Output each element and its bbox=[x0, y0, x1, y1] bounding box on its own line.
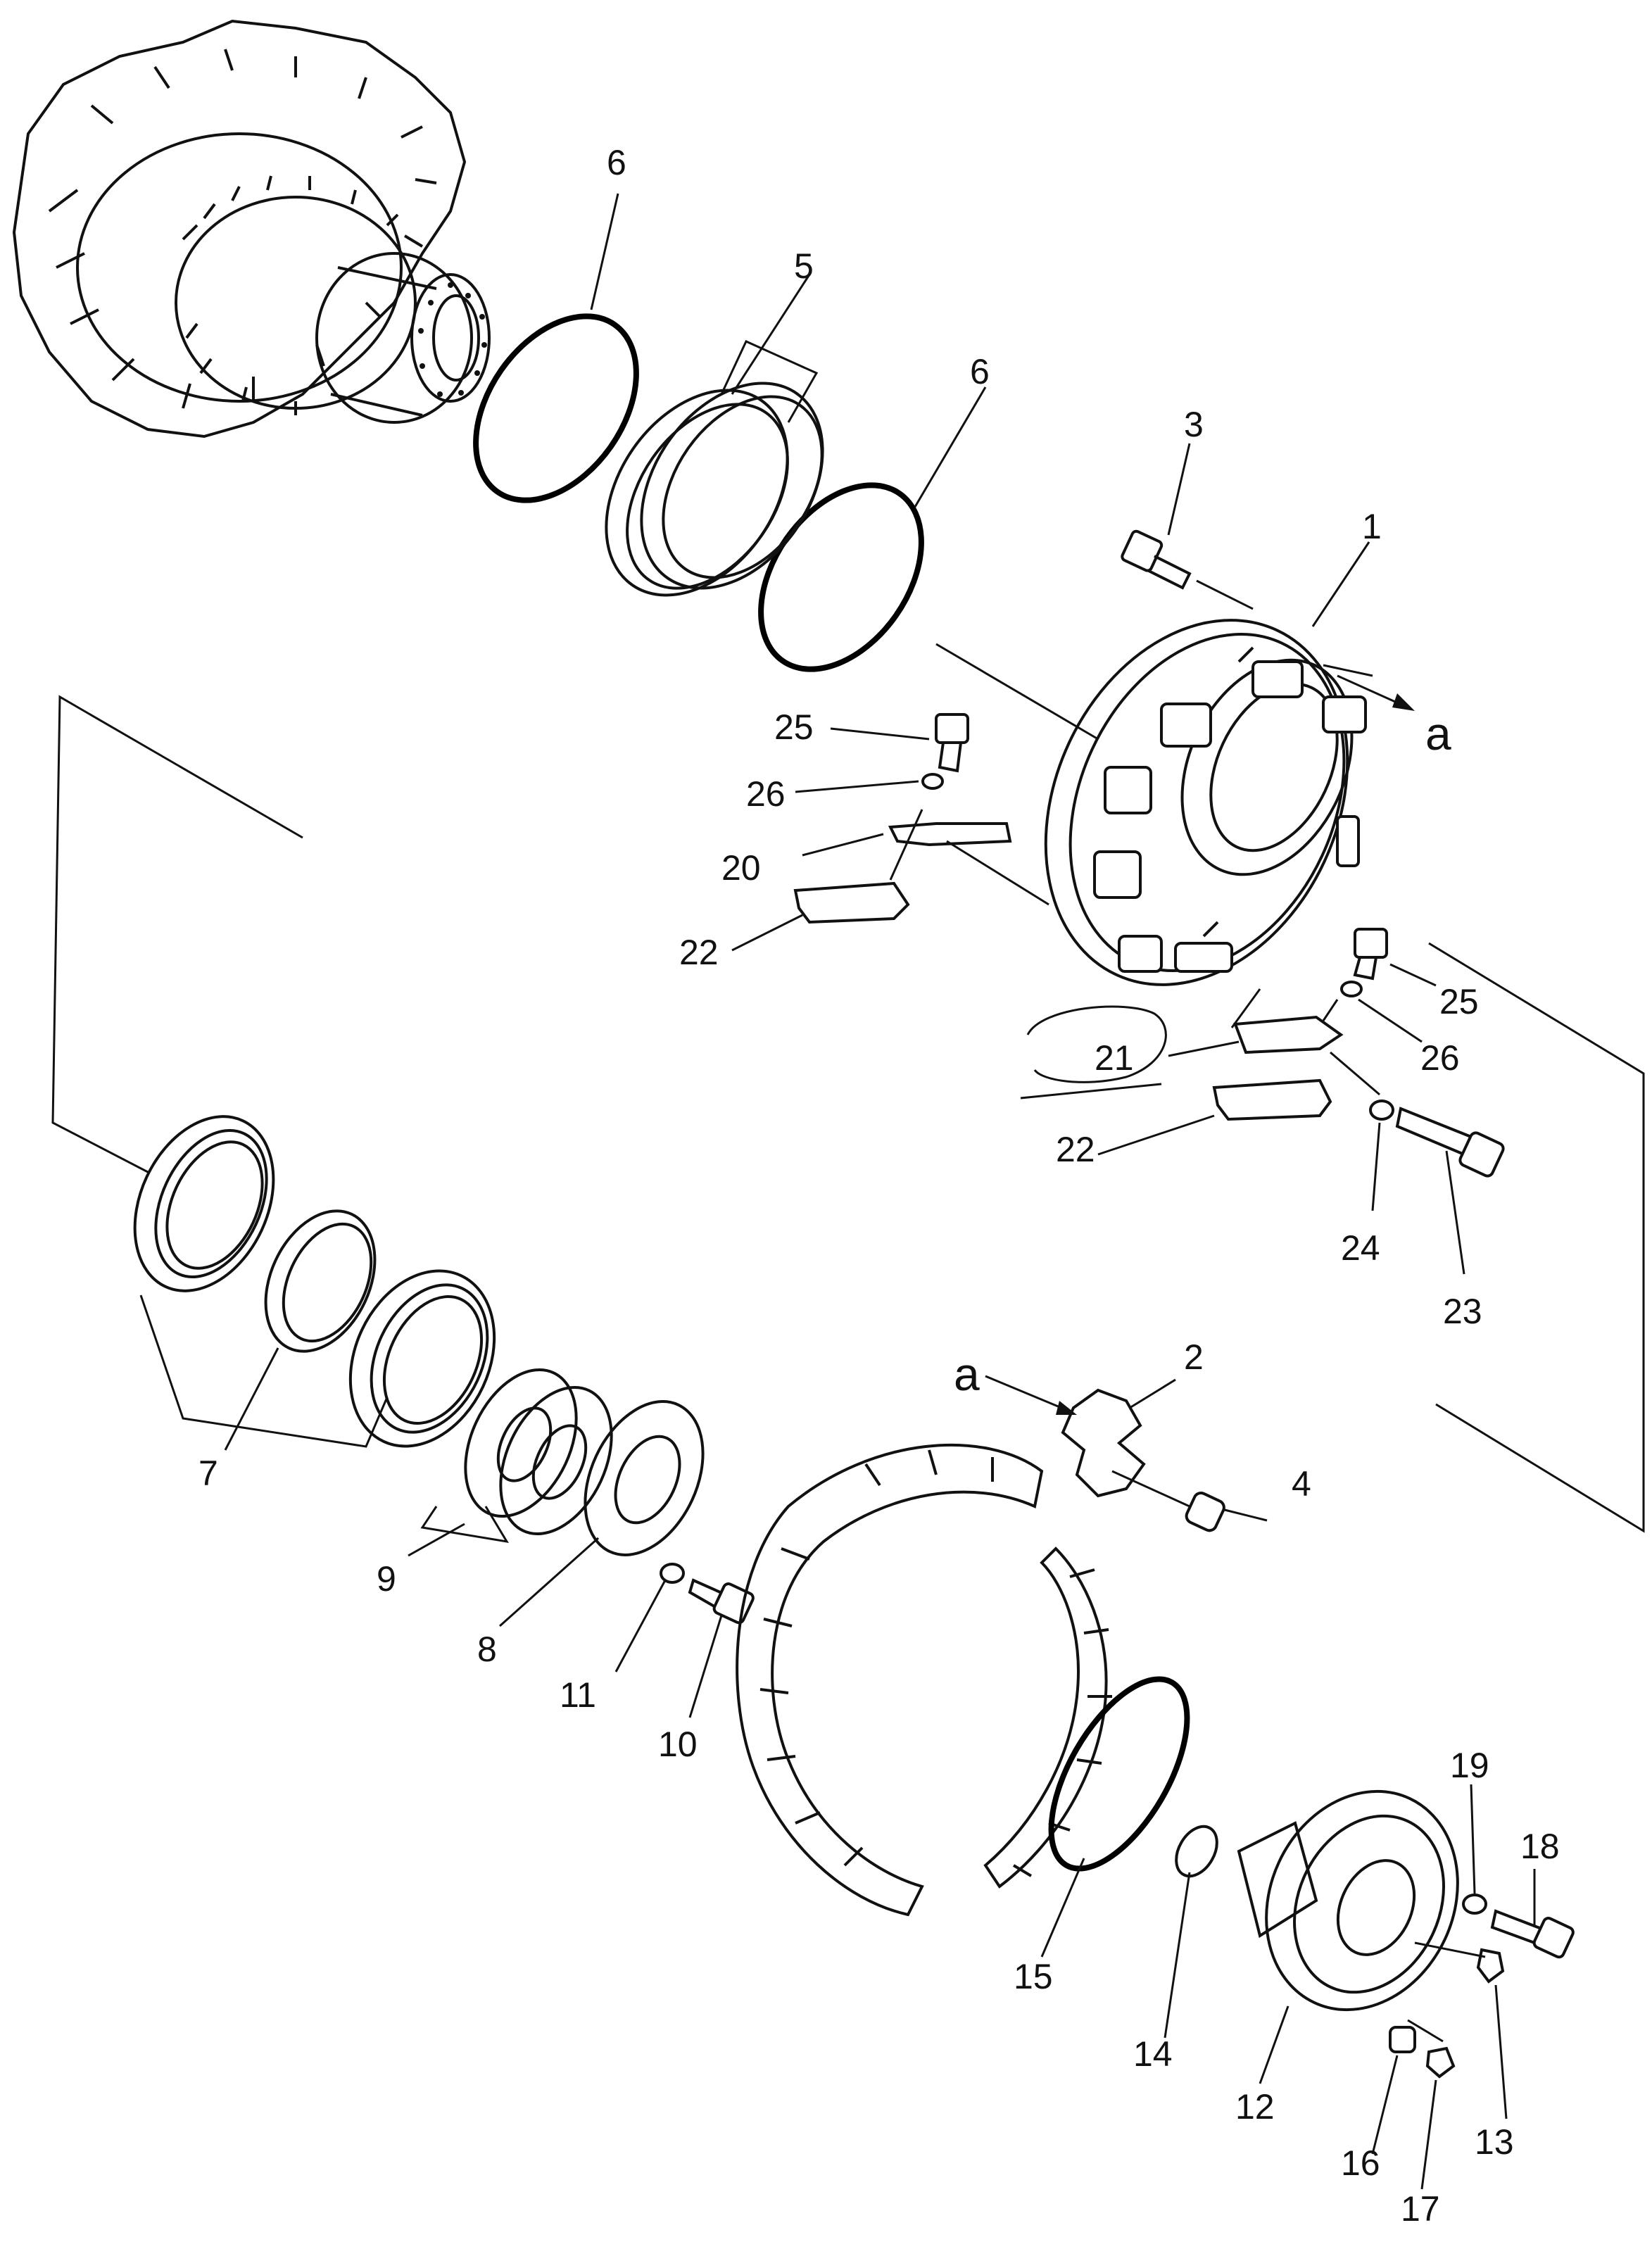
label-26-right: 26 bbox=[1420, 1038, 1460, 1078]
o-ring-6-lower bbox=[758, 482, 924, 672]
label-6-lower: 6 bbox=[970, 352, 990, 391]
plug-17 bbox=[1425, 2046, 1456, 2079]
final-drive-housing bbox=[12, 19, 491, 439]
leader-lines bbox=[139, 193, 1536, 2190]
label-22-upper: 22 bbox=[679, 933, 719, 972]
label-13: 13 bbox=[1475, 2122, 1514, 2162]
bolt-10 bbox=[688, 1578, 755, 1625]
shim-9 bbox=[464, 1368, 613, 1535]
cage-8 bbox=[584, 1400, 705, 1556]
label-18: 18 bbox=[1520, 1827, 1560, 1866]
o-ring-15 bbox=[1048, 1676, 1190, 1872]
label-23: 23 bbox=[1443, 1292, 1482, 1331]
seal-14 bbox=[1175, 1825, 1218, 1878]
label-a-upper: a bbox=[1425, 707, 1451, 760]
label-1: 1 bbox=[1362, 507, 1382, 546]
bolt-3 bbox=[1121, 529, 1192, 590]
label-3: 3 bbox=[1184, 405, 1204, 444]
reference-arrow-a-upper bbox=[1337, 674, 1415, 711]
label-9: 9 bbox=[377, 1559, 396, 1599]
label-4: 4 bbox=[1292, 1464, 1311, 1504]
label-24: 24 bbox=[1341, 1228, 1380, 1268]
label-25-right: 25 bbox=[1439, 982, 1479, 1021]
housing-bolt-holes bbox=[418, 282, 487, 397]
label-12: 12 bbox=[1235, 2087, 1275, 2127]
plate-22-upper bbox=[793, 881, 910, 924]
label-2: 2 bbox=[1184, 1337, 1204, 1377]
washer-11 bbox=[660, 1563, 685, 1584]
hand-circle-mark bbox=[1026, 1005, 1167, 1083]
shim-21 bbox=[1233, 1015, 1344, 1054]
label-25-upper: 25 bbox=[774, 707, 814, 747]
nut-4 bbox=[1185, 1492, 1225, 1532]
label-22-lower: 22 bbox=[1056, 1130, 1095, 1169]
label-14: 14 bbox=[1133, 2034, 1173, 2074]
label-7: 7 bbox=[198, 1454, 218, 1493]
cover-12 bbox=[1237, 1789, 1459, 2012]
bolt-25-right bbox=[1354, 928, 1388, 959]
label-19: 19 bbox=[1450, 1746, 1489, 1785]
floating-seal-5 bbox=[605, 382, 824, 597]
label-8: 8 bbox=[477, 1630, 497, 1669]
washer-19 bbox=[1462, 1894, 1487, 1915]
bolt-18 bbox=[1490, 1909, 1575, 1959]
washer-26-right bbox=[1340, 981, 1363, 997]
frame-lines bbox=[51, 643, 1645, 2043]
label-17: 17 bbox=[1401, 2189, 1440, 2229]
hub-1 bbox=[1044, 619, 1367, 986]
part-labels: 6 5 6 3 1 a 25 26 20 22 25 26 21 22 24 2… bbox=[198, 143, 1560, 2229]
shim-20 bbox=[888, 822, 1012, 847]
bolt-25-upper bbox=[935, 713, 969, 744]
plate-22-lower bbox=[1212, 1078, 1332, 1121]
label-16: 16 bbox=[1341, 2143, 1380, 2183]
plug-16 bbox=[1389, 2026, 1416, 2053]
bolt-23 bbox=[1395, 1107, 1505, 1178]
label-15: 15 bbox=[1014, 1957, 1053, 1996]
washer-26-upper bbox=[921, 773, 944, 790]
plug-13 bbox=[1476, 1948, 1505, 1984]
label-21: 21 bbox=[1095, 1038, 1134, 1078]
reference-arrow-a-lower bbox=[985, 1375, 1077, 1415]
label-5: 5 bbox=[794, 246, 814, 286]
label-11: 11 bbox=[560, 1675, 596, 1715]
label-a-lower: a bbox=[954, 1348, 980, 1400]
o-ring-6-upper bbox=[473, 313, 639, 503]
washer-24 bbox=[1369, 1100, 1394, 1121]
label-6-upper: 6 bbox=[607, 143, 626, 182]
bearing-7 bbox=[133, 1115, 496, 1448]
label-10: 10 bbox=[658, 1725, 698, 1764]
sprocket-ring bbox=[736, 1444, 1112, 1917]
sprocket-segment-2 bbox=[1061, 1388, 1146, 1498]
label-20: 20 bbox=[721, 848, 761, 888]
label-26-upper: 26 bbox=[746, 774, 786, 814]
